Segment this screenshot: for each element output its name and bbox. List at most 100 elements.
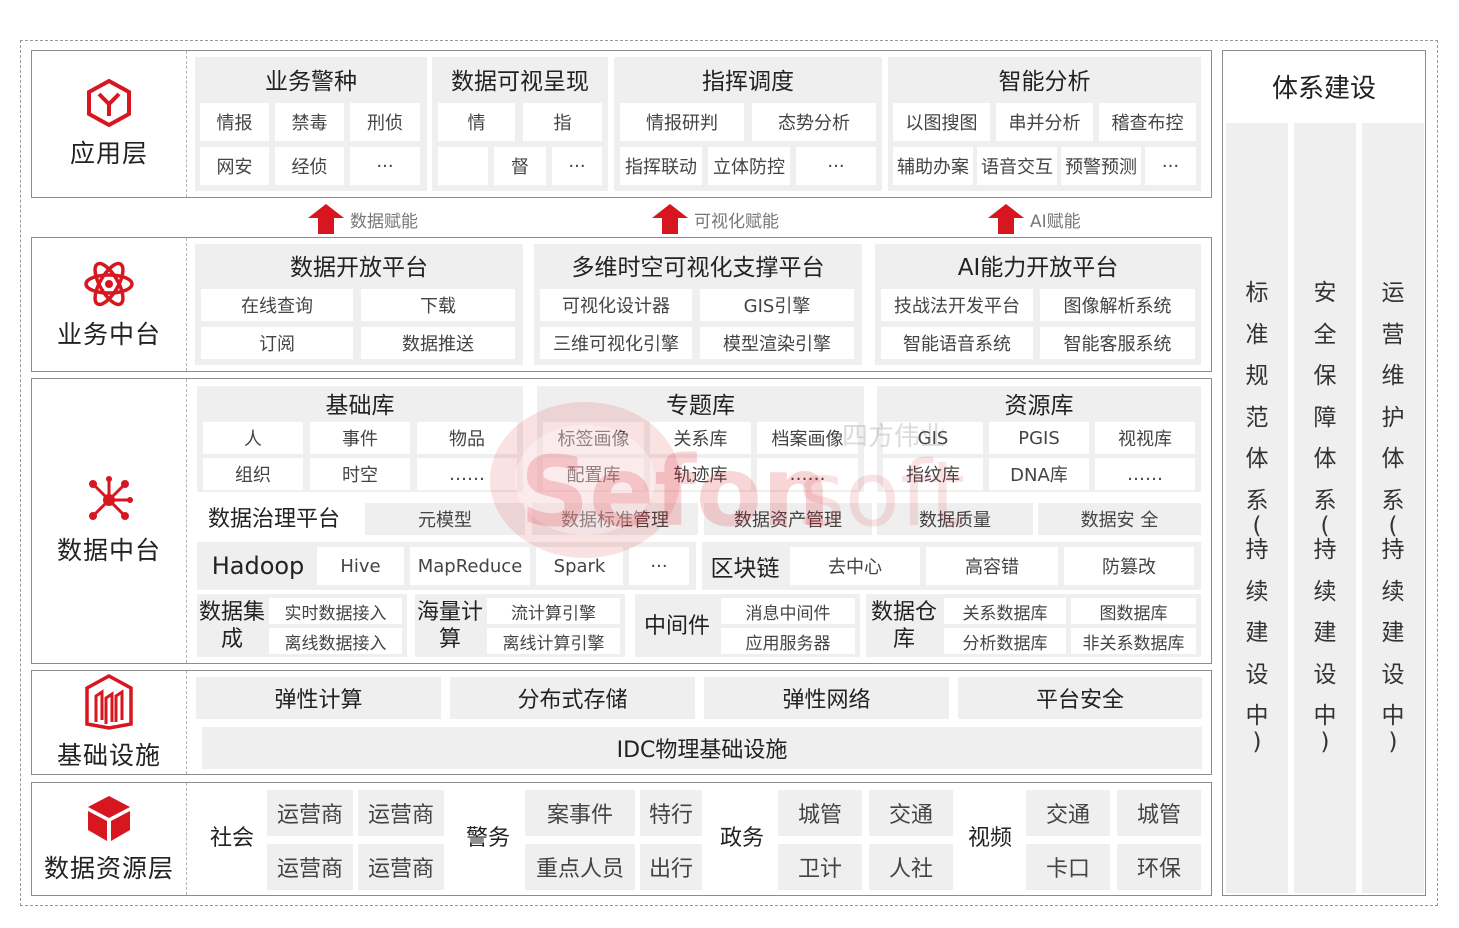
cell[interactable]: 智能客服系统 xyxy=(1040,327,1195,359)
cell[interactable]: 督 xyxy=(494,147,546,185)
cell[interactable]: 情报 xyxy=(200,103,269,141)
cell[interactable]: 标签画像 xyxy=(543,422,644,454)
infra-layer-label: 基础设施 xyxy=(32,671,187,774)
cell[interactable]: 刑侦 xyxy=(350,103,420,141)
gov-item[interactable]: 数据标准管理 xyxy=(532,503,698,535)
res-item[interactable]: 交通 xyxy=(869,790,953,836)
cell[interactable] xyxy=(438,147,488,185)
cell[interactable]: 分析数据库 xyxy=(944,628,1066,654)
cell[interactable]: 以图搜图 xyxy=(893,103,990,141)
res-item[interactable]: 卡口 xyxy=(1026,844,1110,890)
cell[interactable]: 离线数据接入 xyxy=(269,628,402,654)
cell[interactable]: 下载 xyxy=(361,289,515,321)
res-item[interactable]: 重点人员 xyxy=(525,844,635,890)
res-item[interactable]: 特行 xyxy=(640,790,702,836)
res-item[interactable]: 案事件 xyxy=(525,790,635,836)
cell[interactable]: 情报研判 xyxy=(620,103,744,141)
res-item[interactable]: 城管 xyxy=(1117,790,1201,836)
cell[interactable]: 视视库 xyxy=(1095,422,1195,454)
cell[interactable]: 组织 xyxy=(203,458,303,490)
infra-item[interactable]: 平台安全 xyxy=(958,677,1202,719)
char: 设 xyxy=(1313,661,1337,688)
cell[interactable]: 指挥联动 xyxy=(620,147,702,185)
cell[interactable]: 流计算引擎 xyxy=(487,598,620,624)
res-item[interactable]: 运营商 xyxy=(358,790,444,836)
cell[interactable]: 技战法开发平台 xyxy=(881,289,1033,321)
cell[interactable]: 图数据库 xyxy=(1071,598,1196,624)
cell[interactable]: ··· xyxy=(1145,147,1196,185)
outer-frame xyxy=(20,40,1438,906)
cell[interactable]: 时空 xyxy=(310,458,410,490)
cell[interactable]: 串并分析 xyxy=(996,103,1093,141)
cell[interactable]: 立体防控 xyxy=(708,147,790,185)
res-item[interactable]: 出行 xyxy=(640,844,702,890)
cell[interactable]: 防篡改 xyxy=(1064,547,1194,585)
cell[interactable]: 语音交互 xyxy=(977,147,1057,185)
cell[interactable]: 订阅 xyxy=(201,327,353,359)
infra-item[interactable]: 分布式存储 xyxy=(450,677,695,719)
cell[interactable]: 图像解析系统 xyxy=(1040,289,1195,321)
cell[interactable]: 档案画像 xyxy=(757,422,858,454)
cell[interactable]: 消息中间件 xyxy=(721,598,855,624)
gov-item[interactable]: 数据资产管理 xyxy=(704,503,872,535)
cell[interactable]: 可视化设计器 xyxy=(540,289,692,321)
res-item[interactable]: 运营商 xyxy=(267,790,353,836)
cell[interactable]: 情 xyxy=(438,103,515,141)
cell[interactable]: 禁毒 xyxy=(275,103,344,141)
cell[interactable]: 非关系数据库 xyxy=(1071,628,1196,654)
cell[interactable]: 应用服务器 xyxy=(721,628,855,654)
res-item[interactable]: 环保 xyxy=(1117,844,1201,890)
infra-item[interactable]: 弹性网络 xyxy=(704,677,949,719)
gov-item[interactable]: 元模型 xyxy=(365,503,525,535)
cell[interactable]: PGIS xyxy=(989,422,1089,454)
res-item[interactable]: 运营商 xyxy=(267,844,353,890)
idc-bar[interactable]: IDC物理基础设施 xyxy=(202,727,1202,769)
infra-item[interactable]: 弹性计算 xyxy=(196,677,441,719)
gov-item[interactable]: 数据质量 xyxy=(877,503,1033,535)
cell[interactable]: ··· xyxy=(629,547,689,585)
cell[interactable]: Hive xyxy=(317,547,404,585)
cell[interactable]: DNA库 xyxy=(989,458,1089,490)
cell[interactable]: …… xyxy=(417,458,517,490)
cell[interactable]: 辅助办案 xyxy=(893,147,973,185)
cell[interactable]: 事件 xyxy=(310,422,410,454)
cell[interactable]: 物品 xyxy=(417,422,517,454)
cell[interactable]: 三维可视化引擎 xyxy=(540,327,692,359)
cell[interactable]: 离线计算引擎 xyxy=(487,628,620,654)
res-item[interactable]: 卫计 xyxy=(778,844,862,890)
cell[interactable]: 智能语音系统 xyxy=(881,327,1033,359)
cell[interactable]: 态势分析 xyxy=(752,103,876,141)
cell[interactable]: 去中心 xyxy=(790,547,920,585)
cell[interactable]: 配置库 xyxy=(543,458,644,490)
cell[interactable]: 指 xyxy=(523,103,602,141)
cell[interactable]: MapReduce xyxy=(410,547,530,585)
res-item[interactable]: 人社 xyxy=(869,844,953,890)
cell[interactable]: 轨迹库 xyxy=(650,458,751,490)
cell[interactable]: GIS引擎 xyxy=(700,289,854,321)
cell[interactable]: 实时数据接入 xyxy=(269,598,402,624)
cell[interactable]: …… xyxy=(1095,458,1195,490)
res-item[interactable]: 运营商 xyxy=(358,844,444,890)
cell[interactable]: 关系库 xyxy=(650,422,751,454)
cell[interactable]: 网安 xyxy=(200,147,269,185)
gov-item[interactable]: 数据安 全 xyxy=(1038,503,1201,535)
cell[interactable]: 人 xyxy=(203,422,303,454)
cell[interactable]: 指纹库 xyxy=(883,458,983,490)
cell[interactable]: Spark xyxy=(536,547,623,585)
cell[interactable]: GIS xyxy=(883,422,983,454)
cell[interactable]: 模型渲染引擎 xyxy=(700,327,854,359)
cell[interactable]: 在线查询 xyxy=(201,289,353,321)
res-item[interactable]: 城管 xyxy=(778,790,862,836)
cell[interactable]: ··· xyxy=(796,147,876,185)
cell[interactable]: 经侦 xyxy=(275,147,344,185)
cell[interactable]: 稽查布控 xyxy=(1099,103,1196,141)
cell[interactable]: 关系数据库 xyxy=(944,598,1066,624)
res-item[interactable]: 交通 xyxy=(1026,790,1110,836)
char: 体 xyxy=(1245,446,1269,472)
cell[interactable]: ··· xyxy=(350,147,420,185)
cell[interactable]: ··· xyxy=(552,147,602,185)
cell[interactable]: 数据推送 xyxy=(361,327,515,359)
cell[interactable]: 预警预测 xyxy=(1061,147,1141,185)
cell[interactable]: …… xyxy=(757,458,858,490)
cell[interactable]: 高容错 xyxy=(926,547,1058,585)
